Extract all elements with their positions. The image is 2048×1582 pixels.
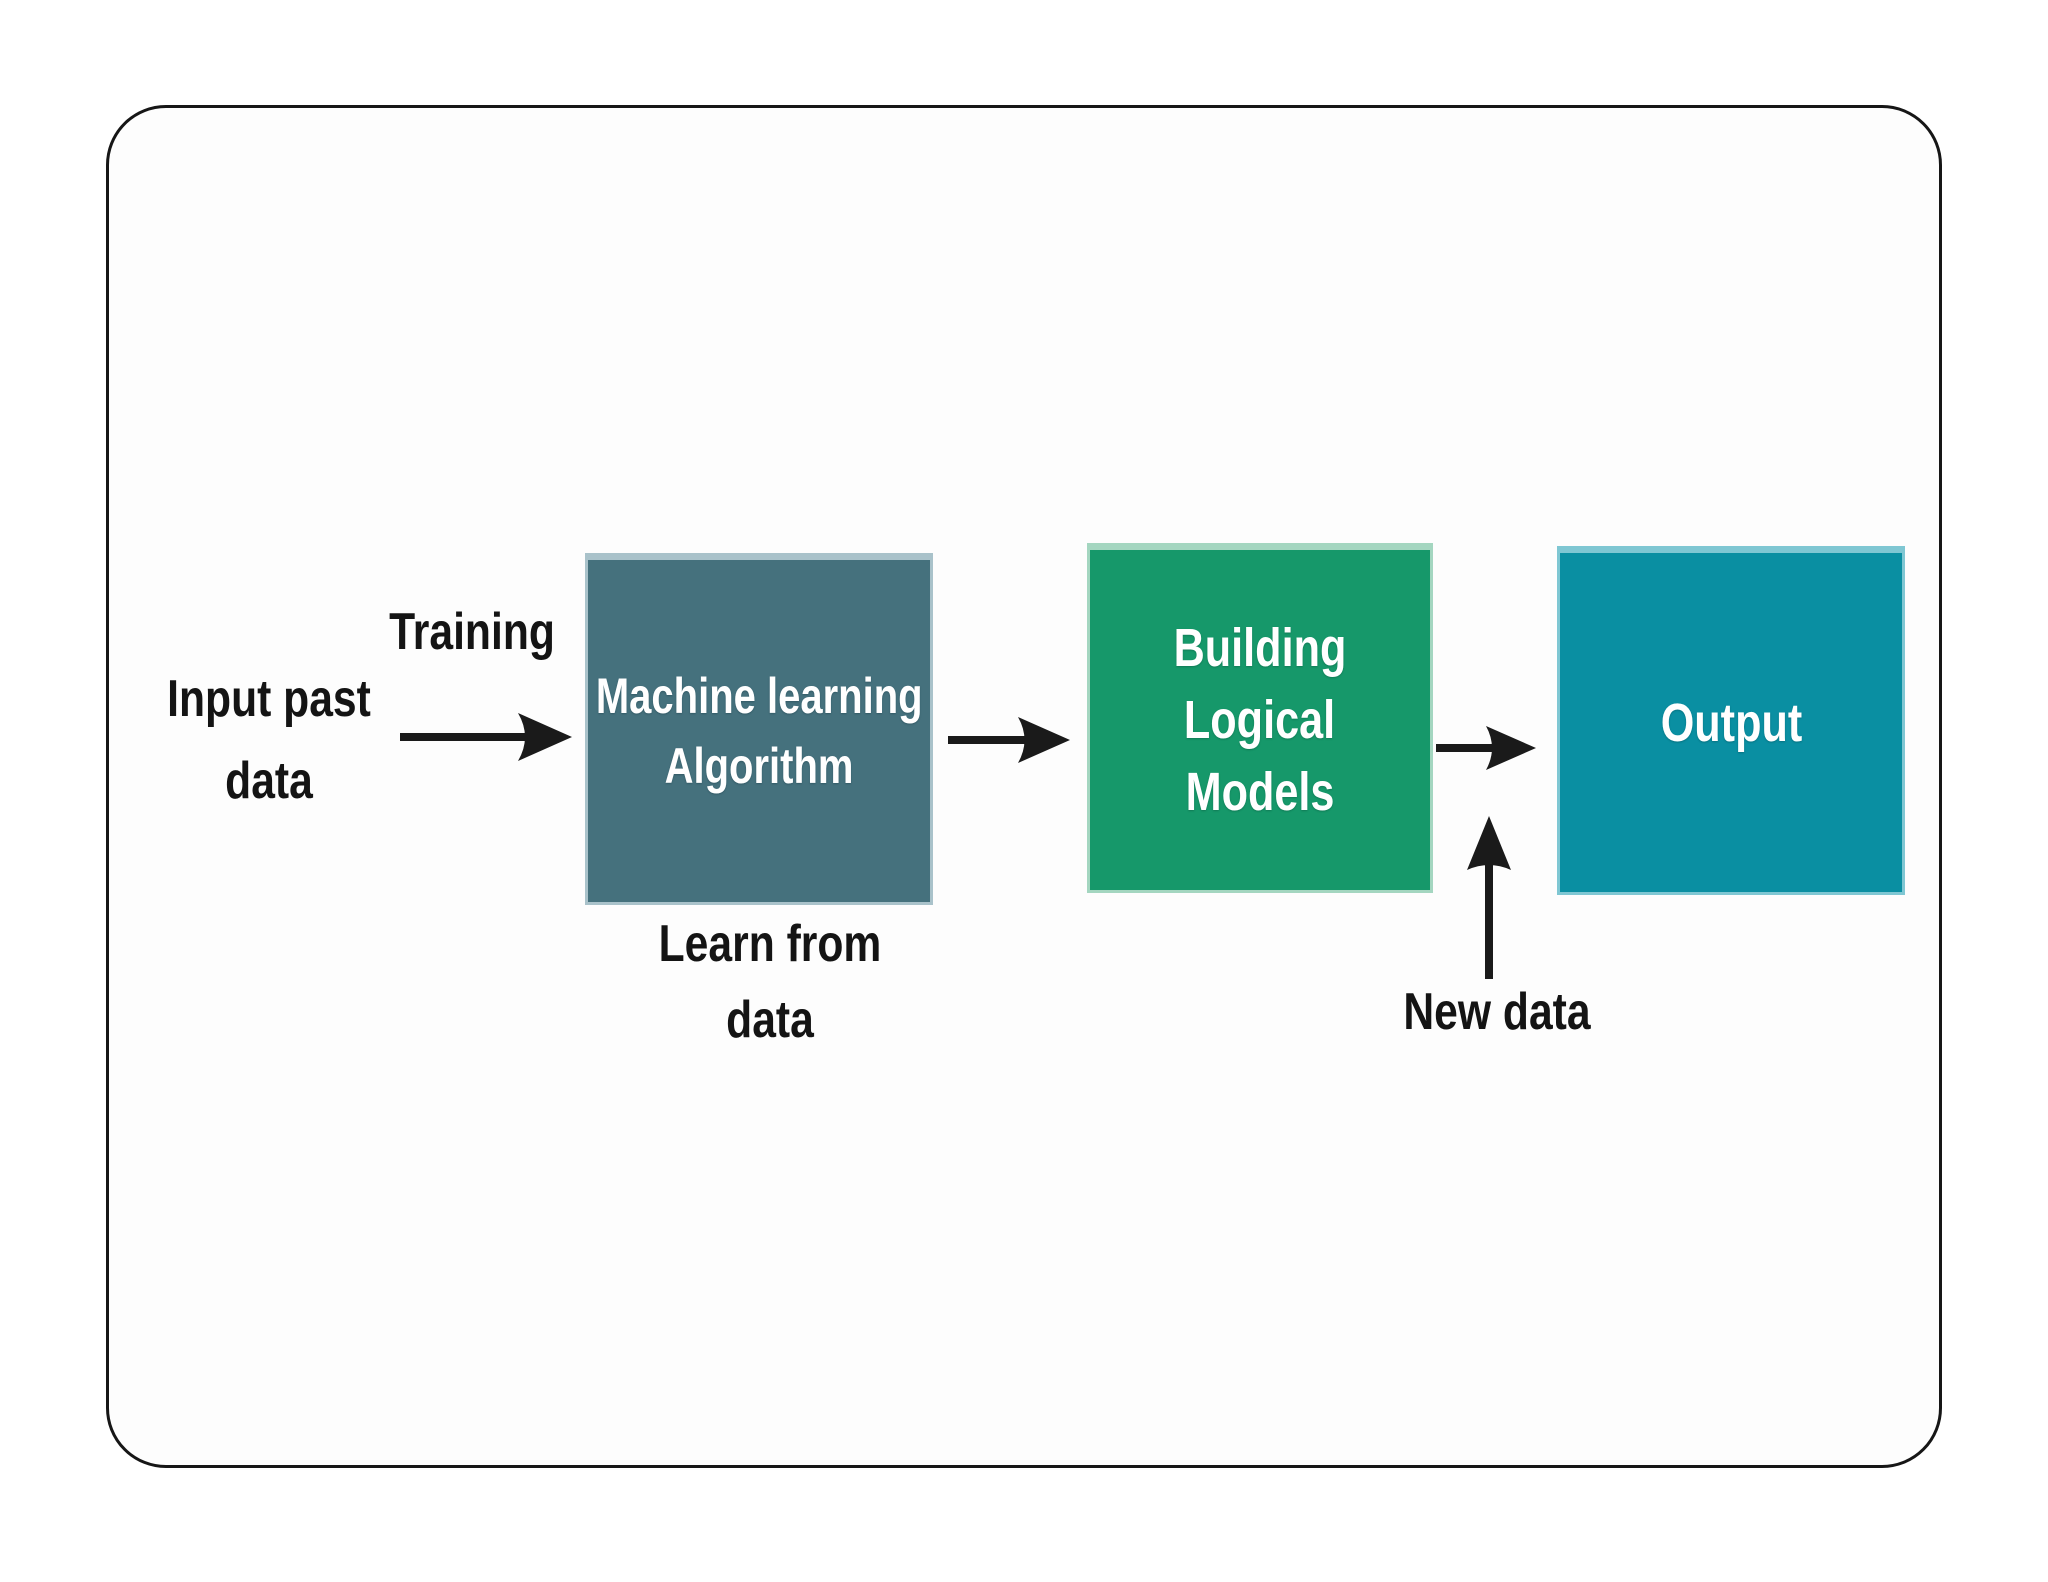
new-data-label: New data [1374,972,1620,1052]
output-node: Output [1557,546,1905,895]
training-arrow-right-icon [400,713,572,761]
output-node-line1: Output [1660,692,1802,753]
input-past-data-label: Input past data [146,658,392,822]
machine-learning-algorithm-node-line1: Machine learning [595,668,923,724]
new-data-label-text: New data [1403,983,1591,1041]
training-label: Training [349,592,595,672]
input-past-data-label-line2: data [225,752,313,810]
learn-from-data-label: Learn from data [639,906,901,1058]
building-logical-models-node-line3: Models [1185,762,1335,822]
learn-from-data-label-line2: data [726,991,814,1049]
building-logical-models-node-line1: Building [1173,618,1347,678]
ml-to-models-arrow-right-icon [948,717,1070,763]
training-label-text: Training [389,603,555,661]
building-logical-models-node-line2: Logical [1184,690,1336,750]
models-to-output-arrow-right-icon [1436,726,1536,770]
learn-from-data-label-line1: Learn from [658,915,882,973]
building-logical-models-node: Building Logical Models [1087,543,1433,893]
machine-learning-algorithm-node: Machine learning Algorithm [585,553,933,905]
new-data-arrow-up-icon [1467,816,1511,979]
input-past-data-label-line1: Input past [167,670,371,728]
machine-learning-algorithm-node-line2: Algorithm [664,738,854,794]
